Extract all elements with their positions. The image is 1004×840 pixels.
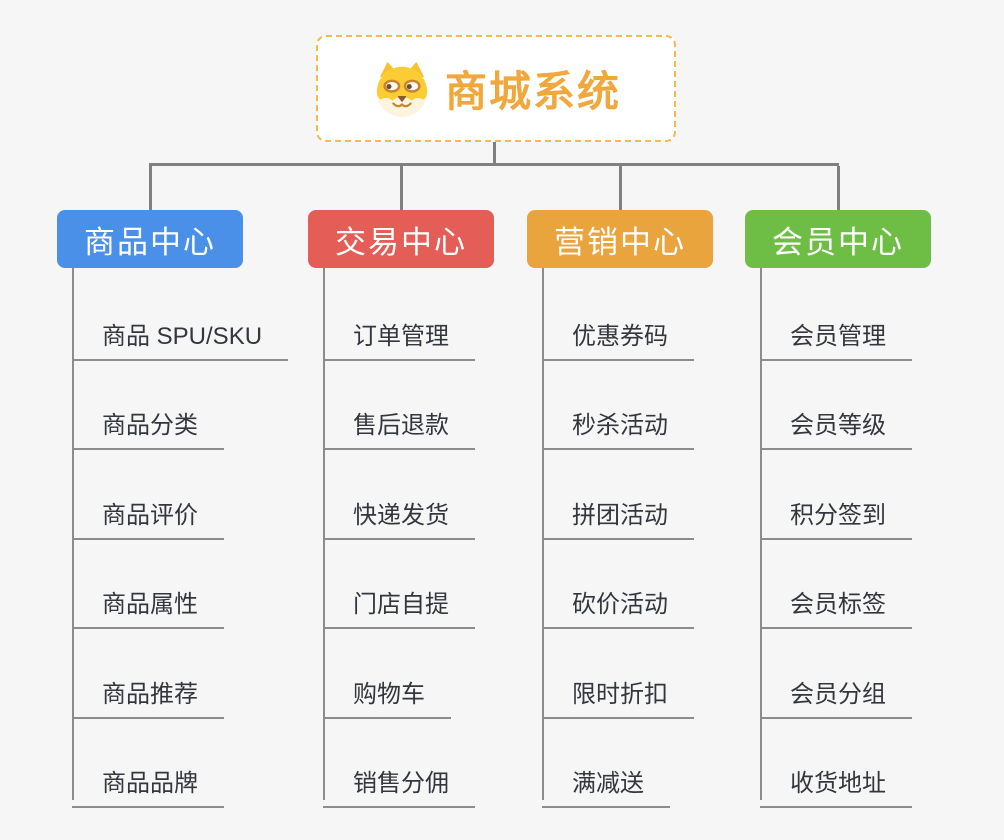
leaf-node[interactable]: 商品属性	[72, 583, 224, 630]
leaf-node[interactable]: 销售分佣	[323, 762, 475, 808]
leaf-node[interactable]: 售后退款	[323, 404, 475, 451]
branch-column: 会员中心会员管理会员等级积分签到会员标签会员分组收货地址	[745, 210, 1004, 840]
leaf-node[interactable]: 门店自提	[323, 583, 475, 630]
connector-drop	[836, 166, 840, 210]
connector-root-stem	[493, 142, 496, 163]
leaf-node[interactable]: 会员管理	[760, 315, 912, 361]
branch-spine-line	[542, 268, 544, 800]
leaf-node[interactable]: 商品品牌	[72, 762, 224, 808]
leaf-node[interactable]: 商品 SPU/SKU	[72, 315, 289, 361]
branch-spine-line	[760, 268, 762, 800]
branch-node[interactable]: 交易中心	[308, 210, 494, 268]
branch-node[interactable]: 营销中心	[527, 210, 713, 268]
leaf-node[interactable]: 商品分类	[72, 404, 224, 451]
leaf-node[interactable]: 订单管理	[323, 315, 475, 361]
branch-column: 营销中心优惠券码秒杀活动拼团活动砍价活动限时折扣满减送	[527, 210, 797, 840]
leaf-node[interactable]: 会员等级	[760, 404, 912, 451]
leaf-node[interactable]: 商品推荐	[72, 673, 224, 719]
leaf-node[interactable]: 会员分组	[760, 673, 912, 719]
leaf-node[interactable]: 快递发货	[323, 494, 475, 540]
connector-drop	[399, 166, 403, 210]
leaf-node[interactable]: 限时折扣	[542, 673, 694, 719]
branch-spine-line	[323, 268, 325, 800]
connector-drop	[148, 166, 152, 210]
dog-face-icon	[376, 61, 428, 117]
connector-rail	[149, 163, 839, 166]
branch-node[interactable]: 商品中心	[57, 210, 243, 268]
leaf-node[interactable]: 优惠券码	[542, 315, 694, 361]
leaf-node[interactable]: 砍价活动	[542, 583, 694, 630]
leaf-node[interactable]: 会员标签	[760, 583, 912, 630]
branch-column: 商品中心商品 SPU/SKU 商品分类商品评价商品属性商品推荐商品品牌	[57, 210, 327, 840]
leaf-node[interactable]: 拼团活动	[542, 494, 694, 540]
root-node[interactable]: 商城系统	[316, 35, 676, 142]
leaf-node[interactable]: 购物车	[323, 673, 451, 719]
branch-node[interactable]: 会员中心	[745, 210, 931, 268]
root-title: 商城系统	[444, 68, 621, 115]
branch-column: 交易中心订单管理售后退款快递发货门店自提购物车销售分佣	[308, 210, 578, 840]
leaf-node[interactable]: 收货地址	[760, 762, 912, 808]
leaf-node[interactable]: 积分签到	[760, 494, 912, 540]
connector-drop	[618, 166, 622, 210]
branch-spine-line	[72, 268, 74, 800]
leaf-node[interactable]: 秒杀活动	[542, 404, 694, 451]
leaf-node[interactable]: 满减送	[542, 762, 670, 808]
leaf-node[interactable]: 商品评价	[72, 494, 224, 540]
